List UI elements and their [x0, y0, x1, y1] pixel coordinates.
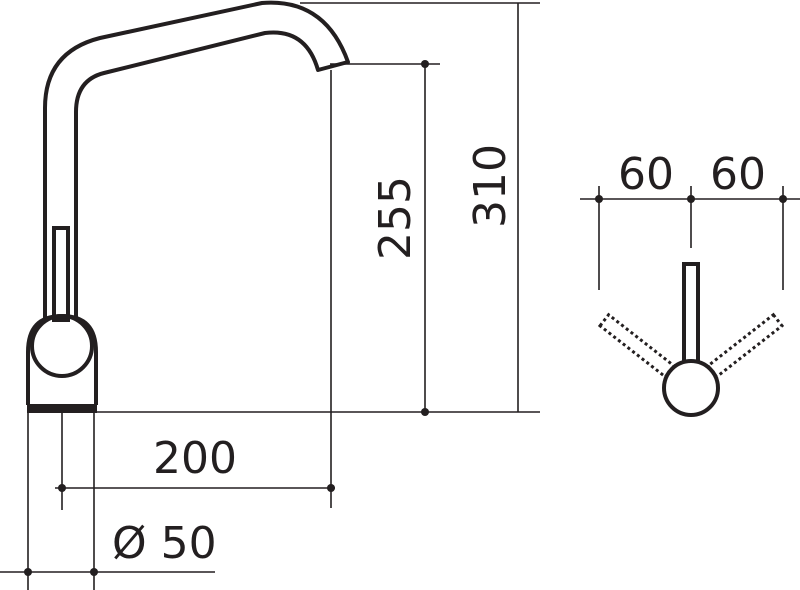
base-plate	[27, 404, 97, 413]
dim-dot-swivel-left	[595, 195, 603, 203]
handle-right-position	[705, 312, 785, 379]
handle-lever	[52, 226, 70, 322]
label-base-diameter: Ø 50	[112, 518, 217, 569]
body-knob	[30, 314, 94, 378]
label-spout-reach: 200	[153, 433, 237, 484]
dim-dot-50-left	[24, 568, 32, 576]
handle-top-view	[597, 262, 785, 417]
spout-outline	[43, 0, 350, 318]
dim-dot-200-right	[327, 484, 335, 492]
dim-dot-255-top	[421, 60, 429, 68]
dim-dot-swivel-right	[779, 195, 787, 203]
dim-dot-255-bottom	[421, 408, 429, 416]
dim-dot-swivel-center	[687, 195, 695, 203]
handle-left-position	[597, 312, 677, 379]
dim-dot-200-left	[58, 484, 66, 492]
label-total-height: 310	[465, 144, 516, 228]
label-swivel-right: 60	[710, 149, 766, 200]
faucet-side-view	[26, 0, 350, 413]
label-swivel-left: 60	[618, 149, 674, 200]
dim-dot-50-right	[90, 568, 98, 576]
handle-base-circle	[662, 359, 720, 417]
handle-center-position	[682, 262, 700, 364]
reach-dimension	[55, 413, 335, 510]
label-outlet-height: 255	[370, 176, 421, 260]
height-dimensions	[96, 2, 540, 508]
diameter-dimension	[0, 413, 215, 590]
